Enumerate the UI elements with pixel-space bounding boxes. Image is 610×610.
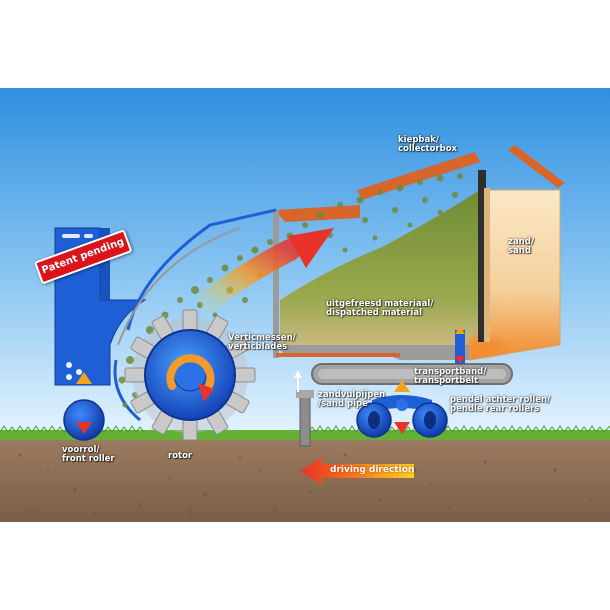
dispatched-material <box>280 190 482 345</box>
sand-release-arrow-icon <box>455 326 465 364</box>
rotor <box>124 309 256 441</box>
front-roller-label-nl: voorrol/ <box>62 445 100 455</box>
sand-pipe-label-en: /sand pipe <box>318 399 368 409</box>
material-label-nl: uitgefreesd materiaal/ <box>326 299 434 309</box>
spray-arrow-icon <box>199 228 334 311</box>
rear-rollers-label-en: pendle rear rollers <box>450 404 540 414</box>
rear-rollers-label: pendel achter rollen/ pendle rear roller… <box>450 396 550 414</box>
front-roller-label-en: front roller <box>62 454 115 464</box>
rotor-rotation-icon <box>166 354 215 402</box>
top-margin <box>0 0 610 88</box>
driving-direction-label: driving direction <box>330 465 415 475</box>
transport-belt <box>311 363 513 385</box>
collector-box <box>273 145 565 360</box>
soil <box>0 440 610 522</box>
collector-label-nl: kiepbak/ <box>398 135 439 145</box>
sand-hopper <box>460 170 561 361</box>
bottom-margin <box>0 522 610 610</box>
rear-roller-arrow-icon <box>394 380 410 434</box>
blades-label-en: verticblades <box>228 342 288 352</box>
blades-label-nl: Verticmessen/ <box>228 333 296 343</box>
belt-label-nl: transportband/ <box>414 367 487 377</box>
collector-label-en: collectorbox <box>398 144 458 154</box>
material-label-en: dispatched material <box>326 308 423 318</box>
blades-label: Verticmessen/ verticblades <box>228 334 296 352</box>
front-roller-label: voorrol/ front roller <box>62 446 115 464</box>
front-roller-arrow-icon <box>76 372 92 434</box>
direction-arrow-icon <box>300 457 414 485</box>
collector-box-label: kiepbak/ collectorbox <box>398 136 457 154</box>
sand-label: zand/ sand <box>508 238 534 256</box>
sand-label-nl: zand/ <box>508 237 534 247</box>
belt-label-en: transportbelt <box>414 376 479 386</box>
belt-label: transportband/ transportbelt <box>414 368 486 386</box>
material-label: uitgefreesd materiaal/ dispatched materi… <box>326 300 433 318</box>
soil-texture <box>18 453 592 517</box>
rotor-label: rotor <box>168 451 193 461</box>
sand-pipe <box>294 370 314 447</box>
sand-pipe-label: zandvulpijpen /sand pipe <box>318 391 385 409</box>
sand-pipe-label-nl: zandvulpijpen <box>318 390 386 400</box>
rear-rollers-label-nl: pendel achter rollen/ <box>450 395 551 405</box>
sand-label-en: sand <box>508 246 531 256</box>
